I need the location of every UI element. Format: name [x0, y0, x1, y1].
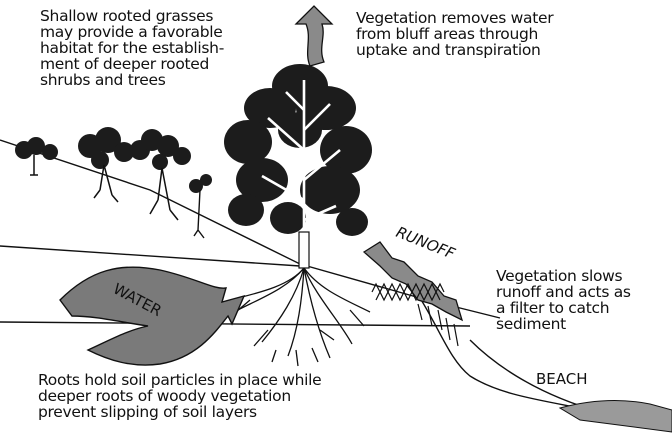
transpiration-arrow — [296, 6, 332, 66]
shrubs — [15, 127, 212, 238]
shrub-1 — [15, 137, 58, 175]
beach-sand — [560, 401, 672, 432]
caption-roots-hold-soil: Roots hold soil particles in place while… — [38, 372, 398, 420]
tree-roots — [230, 268, 370, 366]
shrub-2 — [78, 127, 134, 202]
shrub-4 — [189, 174, 212, 238]
middle-horizon-line — [0, 246, 300, 266]
caption-runoff-filter: Vegetation slows runoff and acts as a fi… — [496, 268, 672, 332]
caption-transpiration: Vegetation removes water from bluff area… — [356, 10, 616, 58]
beach-label: BEACH — [536, 370, 588, 388]
runoff-label: RUNOFF — [394, 223, 458, 263]
trunk-base — [299, 232, 309, 268]
caption-shallow-grasses: Shallow rooted grasses may provide a fav… — [40, 8, 290, 88]
lower-horizon-line — [0, 322, 470, 326]
tree-canopy — [224, 64, 372, 236]
